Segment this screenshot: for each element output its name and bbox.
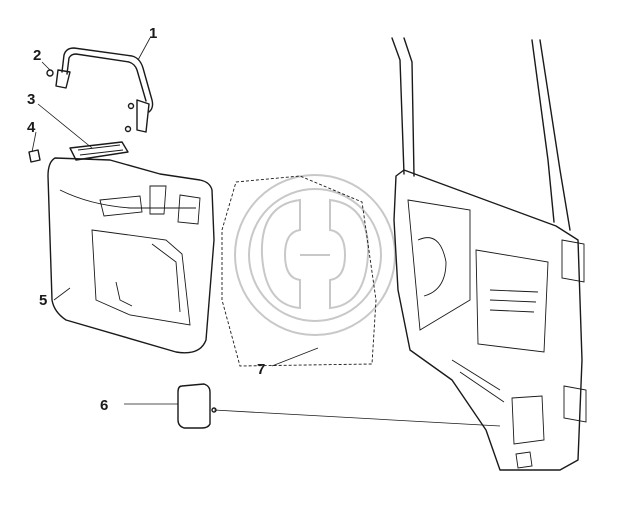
watermark-logo: [234, 174, 396, 336]
callout-7: 7: [257, 361, 265, 378]
callout-4: 4: [27, 119, 36, 136]
callout-6: 6: [100, 397, 108, 414]
grab-handle: [55, 47, 154, 133]
callout-2: 2: [33, 47, 41, 64]
callout-labels: 1 2 3 4 5 6 7: [27, 25, 265, 414]
callout-1: 1: [149, 25, 157, 42]
leader-lines: [31, 37, 501, 427]
speaker-grille: [177, 383, 217, 429]
door-trim-panel: [47, 157, 215, 354]
callout-3: 3: [27, 91, 35, 108]
cap-part-4: [28, 149, 41, 163]
callout-5: 5: [39, 292, 47, 309]
door-frame: [391, 37, 587, 471]
switch-panel: [69, 141, 129, 161]
moisture-barrier: [221, 175, 377, 367]
